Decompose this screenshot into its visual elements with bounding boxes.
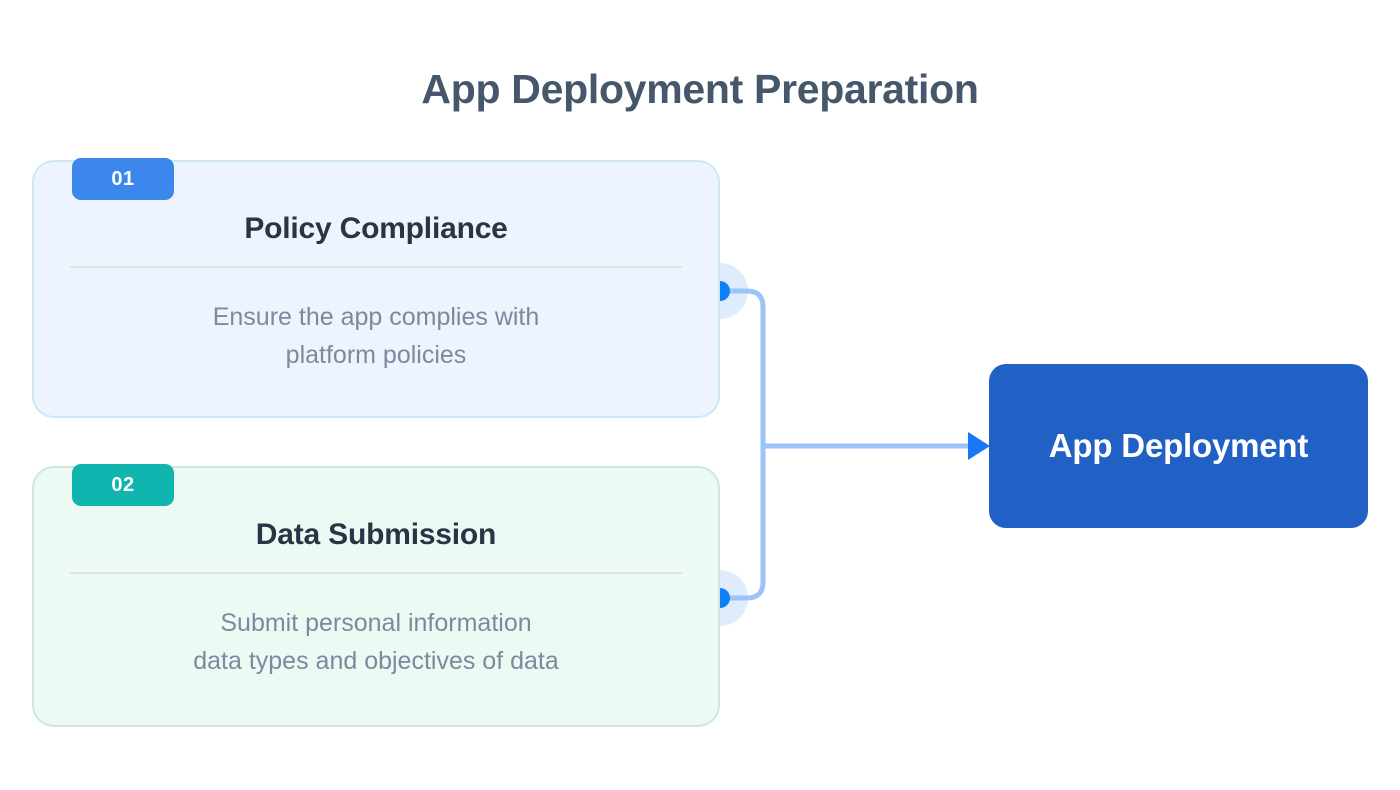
step-card-policy-compliance[interactable]: 01 Policy Compliance Ensure the app comp… <box>32 158 720 418</box>
step-card-body-line: Ensure the app complies with <box>212 303 540 331</box>
page-title: App Deployment Preparation <box>421 66 979 112</box>
step-card-body-line: data types and objectives of data <box>193 647 559 675</box>
step-card-body-line: Submit personal information <box>220 609 532 637</box>
step-number-badge: 01 <box>72 158 174 200</box>
step-card-body: Submit personal information data types a… <box>62 604 690 680</box>
arrow-head-icon <box>968 432 990 460</box>
connector-path-step-2 <box>717 443 766 601</box>
step-card-body-line: platform policies <box>285 341 467 369</box>
step-card-body: Ensure the app complies with platform po… <box>62 298 690 374</box>
connector-path-step-1 <box>717 288 766 449</box>
step-card-divider <box>70 266 682 268</box>
step-card-divider <box>70 572 682 574</box>
step-number-badge: 02 <box>72 464 174 506</box>
destination-node-label: App Deployment <box>1048 427 1309 464</box>
step-card-title: Data Submission <box>255 518 497 551</box>
destination-node-app-deployment[interactable]: App Deployment <box>989 364 1368 528</box>
step-card-title: Policy Compliance <box>244 212 508 245</box>
step-card-data-submission[interactable]: 02 Data Submission Submit personal infor… <box>32 464 720 727</box>
